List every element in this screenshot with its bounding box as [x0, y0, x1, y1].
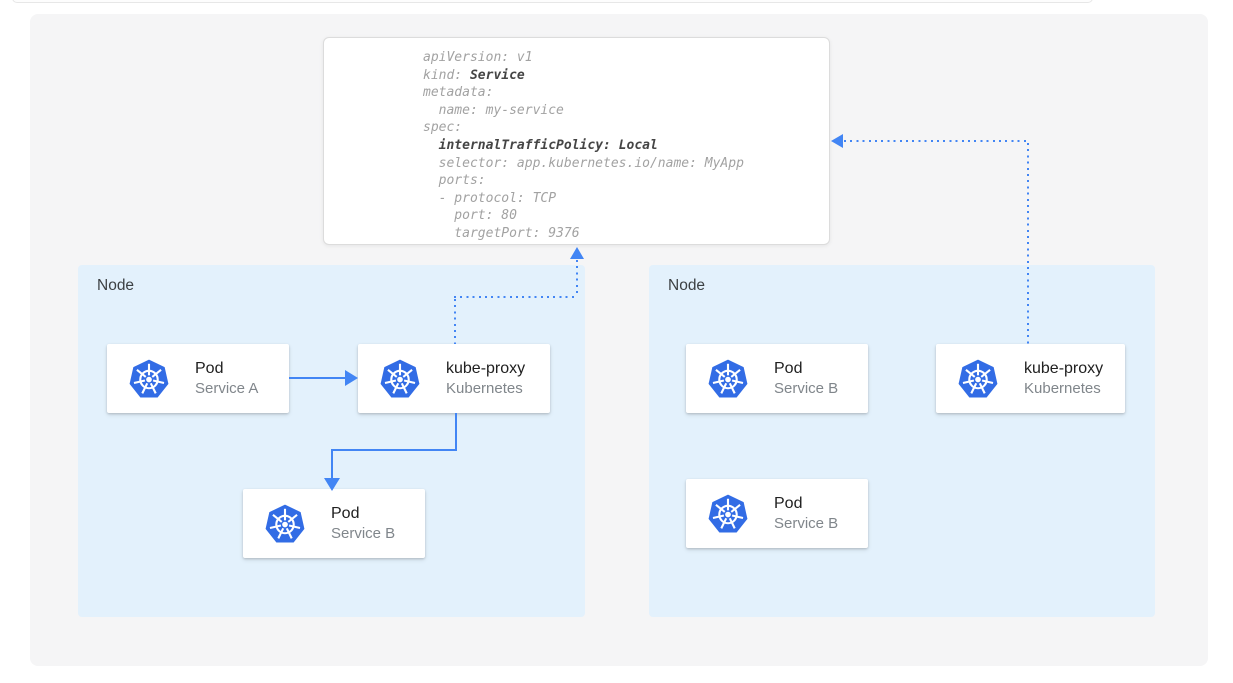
kubernetes-icon [708, 359, 748, 397]
node-left: Node [78, 265, 585, 617]
pod-service-a-card: Pod Service A [107, 344, 289, 413]
card-subtitle: Service B [331, 525, 396, 542]
kube-proxy-right-card: kube-proxy Kubernetes [936, 344, 1125, 413]
arrowhead-down-icon [324, 478, 340, 491]
service-yaml-card: apiVersion: v1 kind: Service metadata: n… [323, 37, 830, 245]
yaml-line-ports: ports: [423, 173, 486, 189]
arrow-kube-proxy-to-pod-b-segment [331, 449, 457, 451]
kube-proxy-left-card: kube-proxy Kubernetes [358, 344, 550, 413]
arrow-pod-a-to-kube-proxy [289, 377, 346, 379]
arrowhead-left-icon [831, 134, 843, 148]
arrowhead-up-icon [570, 247, 584, 259]
card-title: Pod [331, 505, 360, 522]
dotted-link-left-kube-proxy-to-service [454, 299, 456, 344]
card-subtitle: Service B [774, 515, 839, 532]
card-title: kube-proxy [1024, 360, 1104, 377]
yaml-internal-traffic-policy: internalTrafficPolicy: Local [438, 137, 658, 153]
yaml-line-port: port: 80 [423, 208, 517, 224]
node-left-label: Node [97, 277, 135, 294]
kubernetes-icon [708, 494, 748, 532]
yaml-line-name: name: my-service [423, 102, 564, 118]
card-title: Pod [774, 495, 803, 512]
pod-service-b-left-card: Pod Service B [243, 489, 425, 558]
pod-service-b-right-top-card: Pod Service B [686, 344, 868, 413]
node-right: Node [649, 265, 1155, 617]
kubernetes-icon [380, 359, 420, 397]
yaml-kind-value: Service [469, 67, 525, 83]
arrow-kube-proxy-to-pod-b-segment [455, 413, 457, 451]
kubernetes-icon [958, 359, 998, 397]
card-subtitle: Kubernetes [446, 380, 523, 397]
yaml-line-spec: spec: [423, 120, 463, 136]
card-title: kube-proxy [446, 360, 526, 377]
yaml-line-apiversion: apiVersion: v1 [423, 50, 533, 65]
yaml-line-selector: selector: app.kubernetes.io/name: MyApp [423, 155, 744, 171]
arrow-kube-proxy-to-pod-b-segment [331, 451, 333, 480]
yaml-line-targetport: targetPort: 9376 [423, 225, 580, 241]
dotted-link-right-kube-proxy-to-service [1027, 143, 1029, 344]
card-title: Pod [195, 360, 224, 377]
kubernetes-icon [129, 359, 169, 397]
arrowhead-right-icon [345, 370, 358, 386]
yaml-line-protocol: - protocol: TCP [423, 190, 557, 206]
card-subtitle: Service B [774, 380, 839, 397]
kubernetes-icon [265, 504, 305, 542]
card-subtitle: Kubernetes [1024, 380, 1101, 397]
dotted-link-left-kube-proxy-to-service [454, 296, 578, 298]
yaml-line-metadata: metadata: [423, 85, 494, 101]
node-right-label: Node [668, 277, 706, 294]
previous-card-bottom-edge [12, 0, 1093, 3]
dotted-link-left-kube-proxy-to-service [576, 260, 578, 297]
card-title: Pod [774, 360, 803, 377]
pod-service-b-right-bottom-card: Pod Service B [686, 479, 868, 548]
yaml-line-kind: kind: [423, 67, 470, 83]
dotted-link-right-kube-proxy-to-service [844, 140, 1029, 142]
card-subtitle: Service A [195, 380, 259, 397]
